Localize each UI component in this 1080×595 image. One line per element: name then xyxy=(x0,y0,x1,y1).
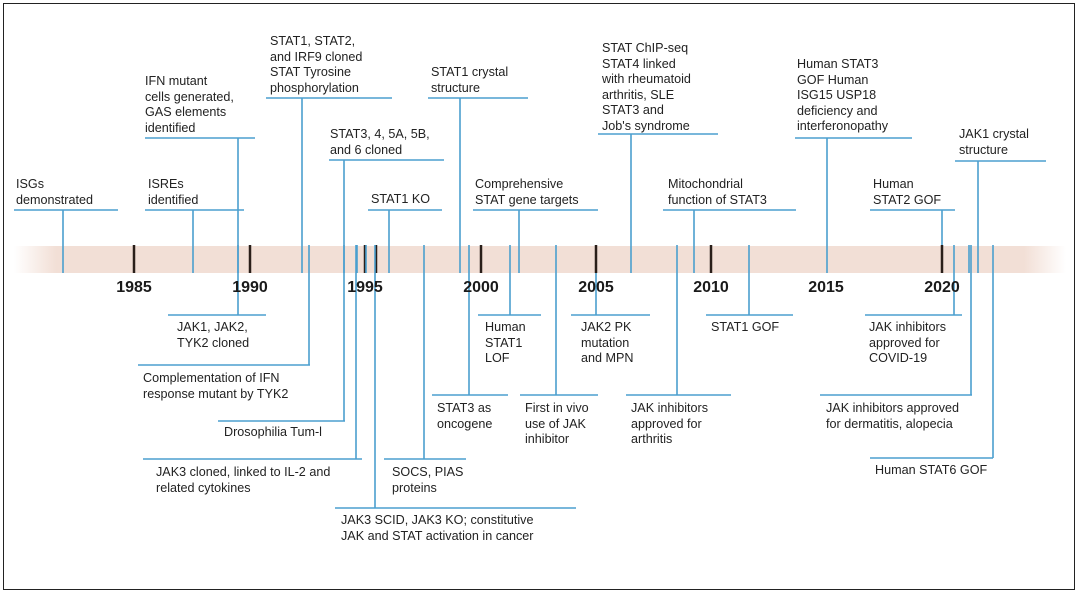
connector-drosophila xyxy=(218,245,345,422)
event-isgs: ISGs demonstrated xyxy=(16,177,94,207)
connector-human-stat1-lof xyxy=(478,245,541,316)
year-label-2005: 2005 xyxy=(578,279,614,296)
connector-comprehensive xyxy=(473,209,598,273)
connector-first-in-vivo xyxy=(520,245,598,396)
connector-human-stat3-gof xyxy=(795,137,912,273)
year-label-2010: 2010 xyxy=(693,279,729,296)
connector-stat1-ko xyxy=(368,209,442,273)
event-first-in-vivo: First in vivo use of JAK inhibitor xyxy=(525,401,589,446)
event-mitochondrial: Mitochondrial function of STAT3 xyxy=(668,177,767,207)
event-jak3-scid: JAK3 SCID, JAK3 KO; constitutive JAK and… xyxy=(341,513,534,543)
connector-isgs xyxy=(14,209,118,273)
event-jak1-crystal: JAK1 crystal structure xyxy=(959,127,1029,157)
event-stat1-gof: STAT1 GOF xyxy=(711,320,780,334)
event-stat1-crystal: STAT1 crystal structure xyxy=(431,65,509,95)
event-jak1-jak2-tyk2: JAK1, JAK2, TYK2 cloned xyxy=(177,320,250,350)
event-drosophila: Drosophilia Tum-l xyxy=(224,425,322,439)
connector-isres xyxy=(145,209,244,273)
connector-jak1-crystal xyxy=(955,160,1046,273)
event-chip-seq: STAT ChIP-seq STAT4 linked with rheumato… xyxy=(602,41,691,133)
event-human-stat2-gof: Human STAT2 GOF xyxy=(873,177,942,207)
event-human-stat1-lof: Human STAT1 LOF xyxy=(485,320,526,365)
event-human-stat3-gof: Human STAT3 GOF Human ISG15 USP18 defici… xyxy=(797,57,889,133)
connector-stat1-stat2-irf9 xyxy=(266,97,392,273)
connector-human-stat6-gof xyxy=(870,245,994,459)
diagram-frame xyxy=(3,3,1075,590)
connector-jak-covid xyxy=(865,245,962,316)
event-isres: ISREs identified xyxy=(148,177,199,207)
event-jak2-pk: JAK2 PK mutation and MPN xyxy=(581,320,634,365)
event-stat3-oncogene: STAT3 as oncogene xyxy=(437,401,493,431)
connector-mitochondrial xyxy=(663,209,796,273)
event-stat1-ko: STAT1 KO xyxy=(371,192,431,206)
event-ifn-mutant: IFN mutant cells generated, GAS elements… xyxy=(145,74,234,135)
year-label-2015: 2015 xyxy=(808,279,844,296)
connector-stat1-crystal xyxy=(428,97,528,273)
connector-stat1-gof xyxy=(706,245,793,316)
connector-jak-arthritis xyxy=(626,245,731,396)
year-label-1990: 1990 xyxy=(232,279,268,296)
timeline-band xyxy=(14,246,1066,273)
connector-chip-seq xyxy=(598,133,718,273)
event-jak-covid: JAK inhibitors approved for COVID-19 xyxy=(869,320,946,365)
year-label-1985: 1985 xyxy=(116,279,152,296)
connector-jak2-pk xyxy=(571,273,650,316)
connector-jak3-scid xyxy=(335,245,576,509)
connector-human-stat2-gof xyxy=(870,209,955,245)
year-label-2000: 2000 xyxy=(463,279,499,296)
year-label-1995: 1995 xyxy=(347,279,383,296)
event-human-stat6-gof: Human STAT6 GOF xyxy=(875,463,988,477)
connector-stat3-oncogene xyxy=(432,245,508,396)
event-stat1-stat2-irf9: STAT1, STAT2, and IRF9 cloned STAT Tyros… xyxy=(270,34,363,95)
connector-complementation xyxy=(138,245,310,366)
event-stat3-cloned: STAT3, 4, 5A, 5B, and 6 cloned xyxy=(330,127,430,157)
connector-jak1-jak2-tyk2 xyxy=(168,245,266,316)
event-socs-pias: SOCS, PIAS proteins xyxy=(392,465,464,495)
event-jak-dermatitis: JAK inhibitors approved for dermatitis, … xyxy=(826,401,960,431)
year-label-2020: 2020 xyxy=(924,279,960,296)
connector-jak-dermatitis xyxy=(820,245,972,396)
event-complementation: Complementation of IFN response mutant b… xyxy=(143,371,289,401)
event-comprehensive-targets: Comprehensive STAT gene targets xyxy=(475,177,579,207)
connector-socs-pias xyxy=(384,245,466,460)
connector-jak3-cloned xyxy=(143,245,362,460)
event-jak-arthritis: JAK inhibitors approved for arthritis xyxy=(631,401,708,446)
event-jak3-cloned: JAK3 cloned, linked to IL-2 and related … xyxy=(156,465,331,495)
